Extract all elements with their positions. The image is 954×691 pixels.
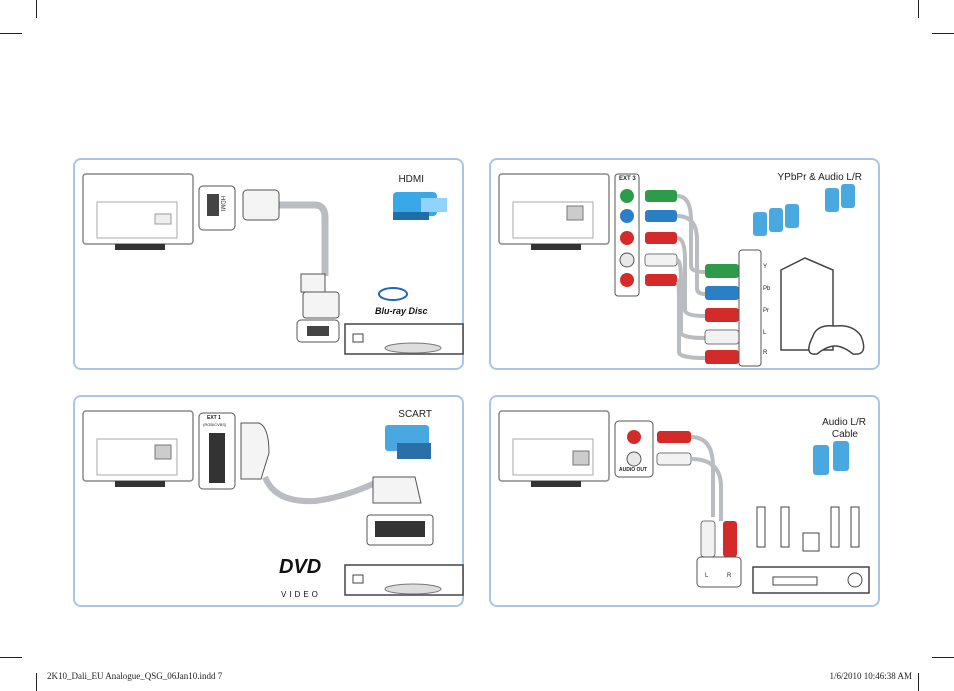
hdmi-port-label: HDMI	[219, 196, 225, 212]
bluray-logo-icon: Blu-ray Disc	[375, 287, 428, 316]
game-console-icon	[780, 257, 865, 355]
jack-y-label: Y	[763, 264, 768, 270]
ext1-port-sub-label: (RGB/CVBS)	[203, 422, 227, 427]
gamepad-icon	[808, 324, 865, 355]
dvd-player-icon	[344, 564, 464, 596]
scart-cable	[262, 475, 377, 505]
crop-mark	[0, 657, 22, 658]
hdmi-plug-icon	[393, 192, 447, 220]
jack-pb-label: Pb	[763, 286, 771, 292]
hdmi-cable	[271, 201, 329, 276]
tv-stand-icon	[115, 244, 165, 250]
jack-l-label: L	[763, 330, 767, 336]
crop-mark	[932, 657, 954, 658]
bluray-player-icon	[344, 323, 464, 355]
audio-label-line1: Audio L/R	[822, 417, 866, 428]
svg-text:VIDEO: VIDEO	[281, 590, 321, 599]
scart-plug-icon	[385, 425, 431, 459]
tv-stand-icon	[531, 481, 581, 487]
svg-text:DVD: DVD	[279, 556, 321, 578]
rca-plugs-icon	[753, 184, 855, 236]
crop-mark	[0, 33, 22, 34]
jack-pr-label: Pr	[763, 308, 769, 314]
scart-illustration: DVD VIDEO	[82, 410, 464, 599]
hdmi-label: HDMI	[398, 174, 424, 185]
ypbpr-illustration	[498, 173, 865, 367]
scart-label: SCART	[398, 409, 432, 420]
ypbpr-panel: YPbPr & Audio L/R EXT 3 Y Pb Pr L R	[489, 158, 880, 370]
rca-plugs-icon	[813, 441, 849, 475]
ext3-port-label: EXT 3	[619, 176, 636, 182]
crop-mark	[932, 33, 954, 34]
ypbpr-label: YPbPr & Audio L/R	[777, 172, 863, 183]
hdmi-panel: Blu-ray Disc HDMI HDMI	[73, 158, 464, 370]
crop-mark	[918, 673, 919, 691]
crop-mark	[36, 673, 37, 691]
scart-panel: DVD VIDEO SCART EXT 1 (RGB/CVBS)	[73, 395, 464, 607]
tv-stand-icon	[115, 481, 165, 487]
footer-timestamp: 1/6/2010 10:46:38 AM	[829, 671, 912, 681]
svg-text:Blu-ray Disc: Blu-ray Disc	[375, 306, 428, 316]
audio-cable	[690, 435, 715, 517]
hdmi-illustration: Blu-ray Disc	[82, 173, 464, 355]
jack-l-label: L	[705, 573, 709, 579]
ext1-port-label: EXT 1	[207, 415, 221, 421]
audio-illustration	[498, 410, 870, 594]
crop-mark	[918, 0, 919, 18]
audio-out-port-label: AUDIO OUT	[619, 467, 648, 473]
dvd-logo-icon: DVD VIDEO	[279, 556, 321, 599]
audio-label-line2: Cable	[831, 429, 858, 440]
jack-r-label: R	[763, 350, 768, 356]
tv-jacks	[619, 189, 635, 287]
tv-stand-icon	[531, 244, 581, 250]
crop-mark	[36, 0, 37, 18]
footer-file-info: 2K10_Dali_EU Analogue_QSG_06Jan10.indd 7	[47, 671, 223, 681]
audio-panel: Audio L/R Cable AUDIO OUT L R	[489, 395, 880, 607]
home-theater-icon	[752, 506, 870, 594]
jack-r-label: R	[727, 573, 732, 579]
